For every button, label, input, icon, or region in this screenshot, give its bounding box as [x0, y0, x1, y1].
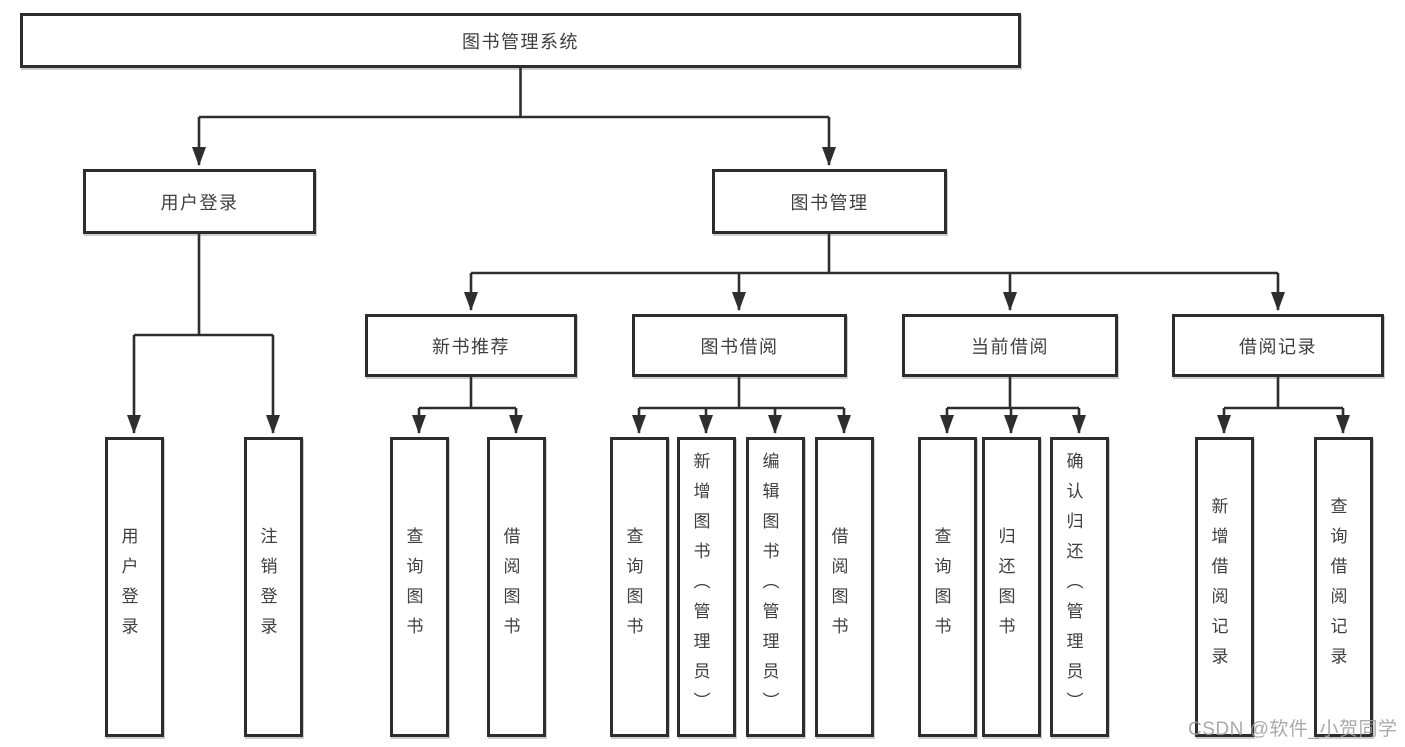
leaf-add-borrow-record: 新增借阅记录	[1195, 437, 1254, 737]
node-current-borrow: 当前借阅	[902, 314, 1118, 377]
leaf-logout: 注销登录	[244, 437, 303, 737]
leaf-return-books: 归还图书	[982, 437, 1041, 737]
leaf-user-login: 用户登录	[105, 437, 164, 737]
leaf-query-books-borrow: 查询图书	[610, 437, 669, 737]
leaf-edit-books-admin: 编辑图书（管理员）	[746, 437, 805, 737]
node-borrow-records: 借阅记录	[1172, 314, 1384, 377]
leaf-query-books-current: 查询图书	[918, 437, 977, 737]
csdn-watermark: CSDN @软件_小贺同学	[1188, 719, 1398, 740]
node-book-management: 图书管理	[712, 169, 947, 234]
leaf-add-books-admin: 新增图书（管理员）	[677, 437, 736, 737]
leaf-confirm-return-admin: 确认归还（管理员）	[1050, 437, 1109, 737]
node-user-login: 用户登录	[83, 169, 316, 234]
node-new-book-recommend: 新书推荐	[365, 314, 577, 377]
node-library-system: 图书管理系统	[20, 13, 1021, 68]
leaf-query-books-recommend: 查询图书	[390, 437, 449, 737]
leaf-borrow-books-recommend: 借阅图书	[487, 437, 546, 737]
leaf-query-borrow-record: 查询借阅记录	[1314, 437, 1373, 737]
node-book-borrow: 图书借阅	[632, 314, 847, 377]
leaf-borrow-books: 借阅图书	[815, 437, 874, 737]
